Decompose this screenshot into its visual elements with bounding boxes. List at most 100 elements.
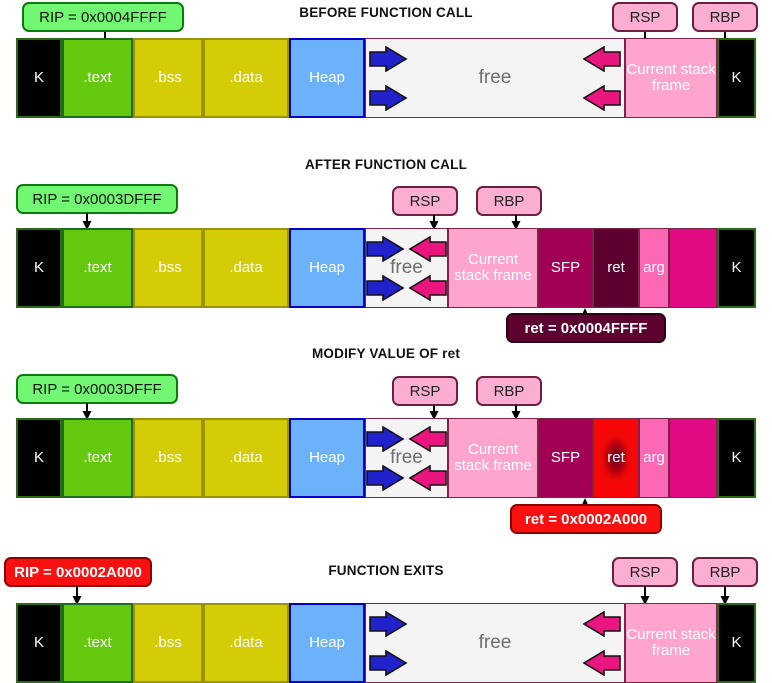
segment-label: .data — [229, 258, 263, 276]
segment-text: .text — [62, 38, 133, 118]
segment-data: .data — [203, 603, 289, 683]
segment-label: .text — [83, 633, 112, 651]
callout-ret-value: ret = 0x0004FFFF — [506, 313, 666, 343]
callout-rip: RIP = 0x0003DFFF — [16, 184, 178, 214]
segment-data: .data — [203, 418, 289, 498]
segment-label: K — [33, 448, 44, 466]
segment-label: Heap — [309, 258, 345, 276]
segment-current-stack-frame: Current stack frame — [448, 418, 538, 498]
segment-label: Current stack frame — [626, 625, 716, 659]
heap-growth-arrows — [366, 229, 407, 307]
callout-rip: RIP = 0x0004FFFF — [22, 2, 184, 32]
arrow-right-icon — [369, 45, 408, 72]
segment-label: Heap — [309, 68, 345, 86]
segment-label: arg — [643, 448, 665, 466]
segment-stack-rest — [669, 418, 717, 498]
panel-function-exits: FUNCTION EXITS RIP = 0x0002A000 RSP RBP … — [0, 545, 772, 683]
segment-label: .bss — [154, 633, 182, 651]
segment-bss: .bss — [133, 38, 203, 118]
segment-kernel-left: K — [16, 228, 62, 308]
callout-rsp: RSP — [392, 186, 458, 216]
segment-label: Current stack frame — [626, 60, 716, 94]
stack-growth-arrows — [580, 39, 624, 117]
segment-label: free — [478, 66, 512, 88]
segment-heap: Heap — [289, 603, 365, 683]
segment-free: free — [365, 228, 448, 308]
segment-current-stack-frame: Current stack frame — [625, 603, 717, 683]
arrow-left-icon — [582, 84, 621, 111]
segment-label: .text — [83, 68, 112, 86]
arrow-left-icon — [408, 425, 447, 452]
segment-heap: Heap — [289, 38, 365, 118]
segment-label: K — [731, 633, 742, 651]
panel-title: MODIFY VALUE OF ret — [311, 346, 461, 361]
segment-kernel-right: K — [717, 38, 756, 118]
segment-label: arg — [643, 258, 665, 276]
segment-label: .text — [83, 258, 112, 276]
segment-label: .data — [229, 633, 263, 651]
memory-bar: K .text .bss .data Heap free Current sta… — [16, 603, 756, 683]
arrow-right-icon — [369, 610, 408, 637]
segment-label: .bss — [154, 258, 182, 276]
segment-kernel-left: K — [16, 38, 62, 118]
heap-growth-arrows — [366, 419, 407, 497]
segment-label: SFP — [550, 448, 581, 466]
segment-label: ret — [607, 448, 625, 466]
arrow-left-icon — [408, 235, 447, 262]
segment-label: K — [33, 68, 44, 86]
segment-current-stack-frame: Current stack frame — [448, 228, 538, 308]
stack-growth-arrows — [580, 604, 624, 682]
stack-growth-arrows — [406, 229, 447, 307]
callout-rbp: RBP — [476, 186, 542, 216]
segment-label: free — [390, 446, 423, 468]
segment-kernel-right: K — [717, 603, 756, 683]
segment-bss: .bss — [133, 603, 203, 683]
segment-label: Current stack frame — [454, 440, 532, 474]
panel-title: BEFORE FUNCTION CALL — [299, 5, 473, 20]
segment-label: .bss — [154, 448, 182, 466]
arrow-left-icon — [408, 464, 447, 491]
segment-kernel-left: K — [16, 418, 62, 498]
segment-label: free — [478, 631, 512, 653]
memory-bar: K .text .bss .data Heap free Current sta… — [16, 418, 756, 498]
segment-heap: Heap — [289, 228, 365, 308]
callout-ret-value: ret = 0x0002A000 — [510, 504, 662, 534]
segment-sfp: SFP — [538, 418, 593, 498]
arrow-right-icon — [366, 274, 405, 301]
segment-text: .text — [62, 228, 133, 308]
segment-kernel-right: K — [717, 228, 756, 308]
segment-label: free — [390, 256, 423, 278]
callout-rbp: RBP — [692, 557, 758, 587]
segment-label: .bss — [154, 68, 182, 86]
segment-data: .data — [203, 228, 289, 308]
segment-bss: .bss — [133, 418, 203, 498]
callout-rsp: RSP — [612, 557, 678, 587]
callout-rip: RIP = 0x0003DFFF — [16, 374, 178, 404]
arrow-left-icon — [582, 610, 621, 637]
memory-bar: K .text .bss .data Heap free Current sta… — [16, 38, 756, 118]
arrow-right-icon — [369, 84, 408, 111]
segment-label: K — [33, 633, 44, 651]
panel-after-function-call: AFTER FUNCTION CALL RIP = 0x0003DFFF RSP… — [0, 150, 772, 345]
segment-label: Current stack frame — [454, 250, 532, 284]
segment-current-stack-frame: Current stack frame — [625, 38, 717, 118]
segment-text: .text — [62, 603, 133, 683]
heap-growth-arrows — [366, 604, 410, 682]
segment-label: K — [33, 258, 44, 276]
callout-rsp: RSP — [612, 2, 678, 32]
segment-kernel-right: K — [717, 418, 756, 498]
segment-data: .data — [203, 38, 289, 118]
segment-label: Heap — [309, 448, 345, 466]
callout-rbp: RBP — [692, 2, 758, 32]
panel-title: FUNCTION EXITS — [328, 563, 444, 578]
segment-label: K — [731, 258, 742, 276]
segment-sfp: SFP — [538, 228, 593, 308]
arrow-right-icon — [366, 235, 405, 262]
segment-free: free — [365, 418, 448, 498]
arrow-right-icon — [366, 464, 405, 491]
segment-text: .text — [62, 418, 133, 498]
arrow-left-icon — [408, 274, 447, 301]
callout-rip: RIP = 0x0002A000 — [4, 557, 152, 587]
segment-label: K — [731, 68, 742, 86]
panel-before-function-call: BEFORE FUNCTION CALL RIP = 0x0004FFFF RS… — [0, 0, 772, 150]
